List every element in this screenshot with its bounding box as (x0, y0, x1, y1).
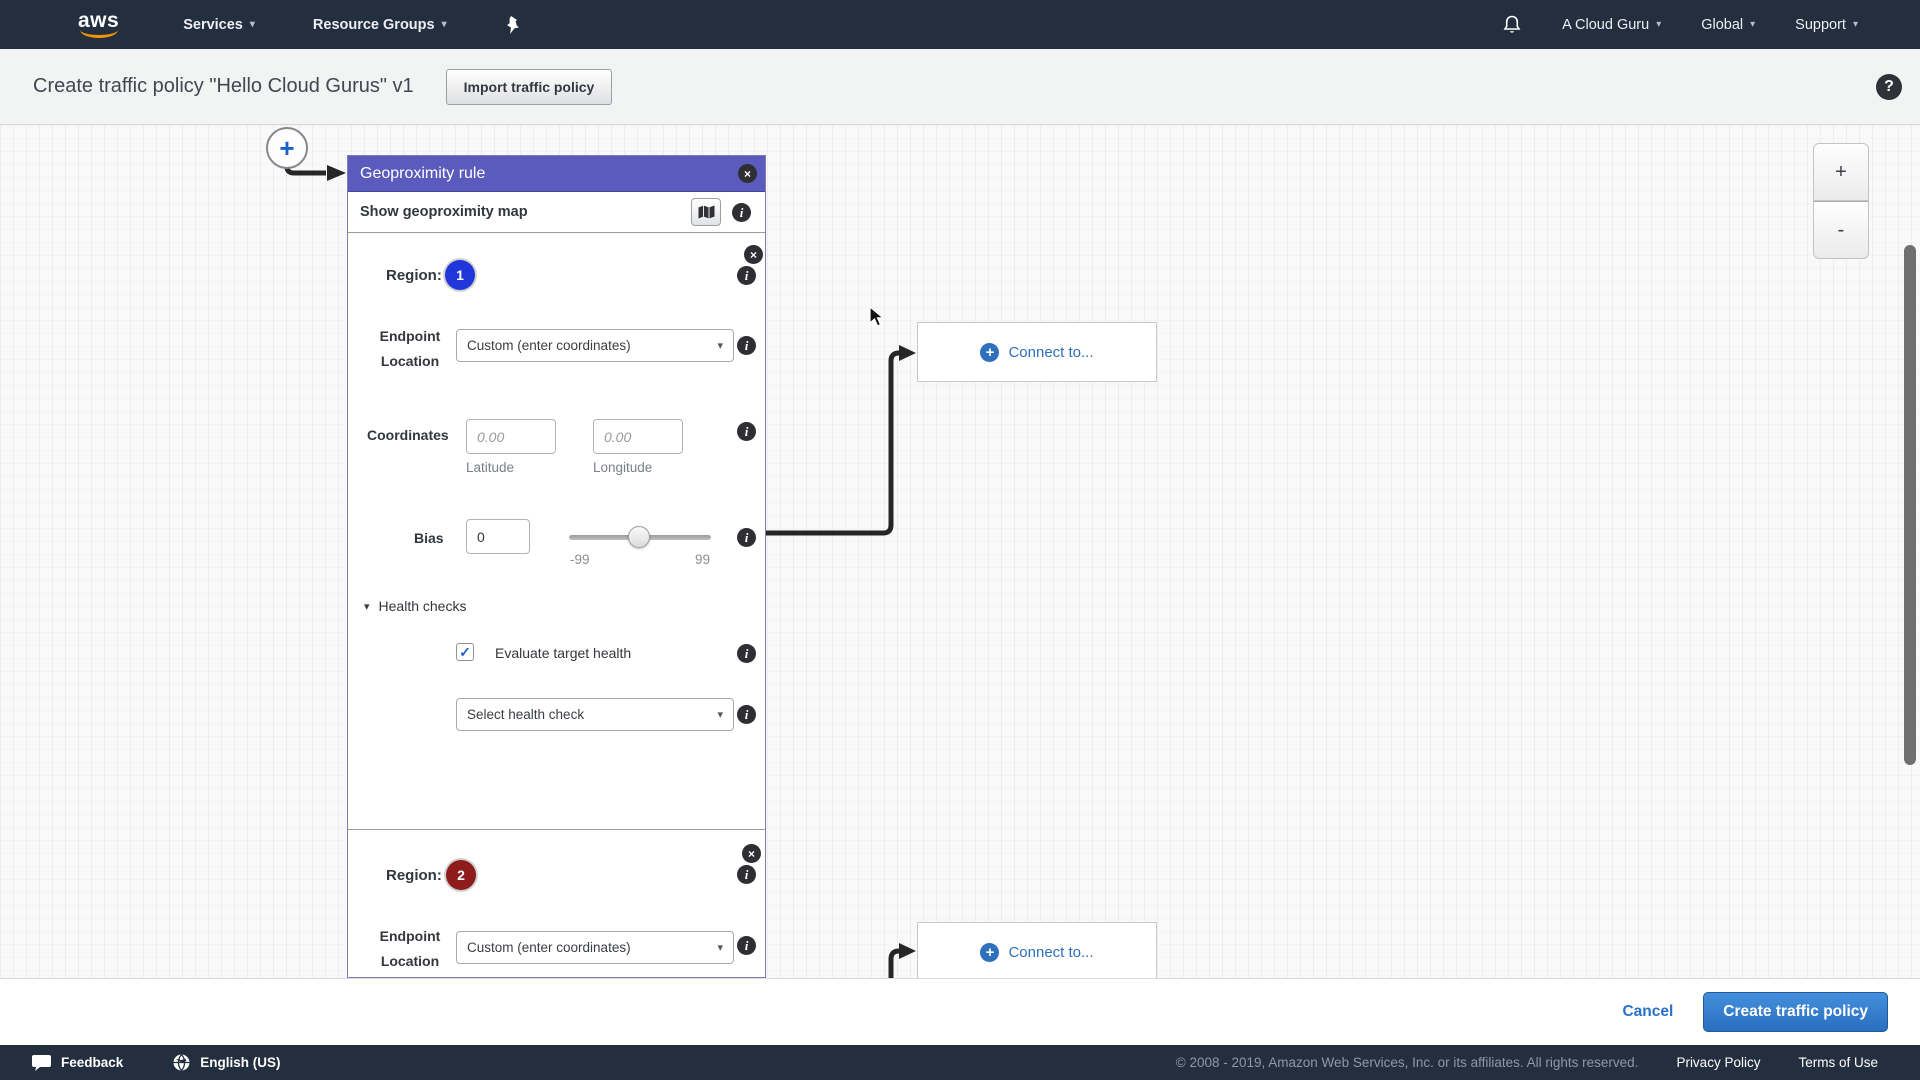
page-header: Create traffic policy "Hello Cloud Gurus… (0, 49, 1920, 125)
longitude-input[interactable] (593, 419, 683, 454)
bias-input[interactable] (466, 519, 530, 554)
nav-support-menu[interactable]: Support ▾ (1795, 16, 1858, 33)
endpoint-location-select-1[interactable]: Custom (enter coordinates) ▾ (456, 329, 734, 362)
bottom-bar: Feedback English (US) © 2008 - 2019, Ama… (0, 1045, 1920, 1080)
nav-resource-groups[interactable]: Resource Groups ▾ (312, 16, 447, 33)
show-map-info-icon[interactable]: i (732, 203, 751, 222)
terms-of-use-link[interactable]: Terms of Use (1798, 1055, 1878, 1070)
chevron-down-icon: ▾ (717, 942, 723, 954)
remove-region-2-icon[interactable]: × (742, 844, 761, 863)
connect-to-box-2[interactable]: + Connect to... (917, 922, 1157, 978)
action-bar: Cancel Create traffic policy (0, 978, 1920, 1045)
bias-info-icon[interactable]: i (737, 528, 756, 547)
chevron-down-icon: ▾ (1656, 18, 1662, 30)
show-map-label: Show geoproximity map (360, 204, 528, 220)
notifications-bell-icon[interactable] (1502, 15, 1522, 35)
top-nav: aws Services ▾ Resource Groups ▾ A Cloud… (0, 0, 1920, 49)
evaluate-target-health-label: Evaluate target health (495, 645, 632, 661)
endpoint-location-label: Endpoint Location (379, 328, 441, 369)
rule-card-title: Geoproximity rule (360, 164, 486, 182)
zoom-out-button[interactable]: - (1813, 201, 1869, 259)
bias-max-label: 99 (695, 552, 711, 567)
chevron-down-icon: ▾ (717, 340, 723, 352)
pin-icon[interactable] (505, 15, 520, 35)
connect-to-box-1[interactable]: + Connect to... (917, 322, 1157, 382)
nav-region-menu[interactable]: Global ▾ (1701, 16, 1756, 33)
start-point-add-icon[interactable]: + (266, 127, 308, 169)
page-title: Create traffic policy "Hello Cloud Gurus… (33, 75, 414, 97)
region-1-info-icon[interactable]: i (737, 266, 756, 285)
endpoint-info-icon[interactable]: i (737, 336, 756, 355)
bias-label: Bias (414, 530, 444, 546)
check-icon: ✓ (459, 643, 471, 660)
triangle-down-icon: ▾ (364, 600, 370, 613)
nav-account-menu[interactable]: A Cloud Guru ▾ (1562, 16, 1662, 33)
coordinates-info-icon[interactable]: i (737, 422, 756, 441)
region-divider (348, 829, 765, 830)
language-selector[interactable]: English (US) (173, 1054, 281, 1071)
help-icon[interactable]: ? (1876, 73, 1902, 100)
latitude-label: Latitude (466, 460, 515, 475)
copyright-text: © 2008 - 2019, Amazon Web Services, Inc.… (1175, 1055, 1639, 1070)
chevron-down-icon: ▾ (441, 18, 447, 30)
latitude-input[interactable] (466, 419, 556, 454)
aws-smile-icon (79, 29, 118, 38)
show-map-row: Show geoproximity map i (348, 192, 765, 233)
evaluate-target-health-checkbox[interactable]: ✓ (456, 643, 474, 661)
plus-icon: + (980, 942, 1000, 962)
health-checks-toggle[interactable]: ▾ Health checks (364, 598, 467, 614)
region-2-label: Region: (386, 867, 442, 884)
create-traffic-policy-button[interactable]: Create traffic policy (1703, 992, 1888, 1032)
region-1-label: Region: (386, 267, 442, 284)
health-check-select[interactable]: Select health check ▾ (456, 698, 734, 731)
cancel-button[interactable]: Cancel (1622, 1003, 1674, 1020)
longitude-label: Longitude (593, 460, 653, 475)
remove-region-1-icon[interactable]: × (744, 245, 763, 264)
bias-min-label: -99 (570, 552, 590, 567)
canvas-zoom-control: + - (1813, 143, 1869, 259)
vertical-scrollbar[interactable] (1904, 245, 1916, 765)
region-2-info-icon[interactable]: i (737, 865, 756, 884)
coordinates-label: Coordinates (367, 427, 449, 443)
rule-card-titlebar[interactable]: Geoproximity rule × (348, 156, 765, 192)
endpoint-location-label: Endpoint Location (379, 928, 441, 969)
bias-slider-handle[interactable] (628, 526, 650, 548)
globe-icon (173, 1054, 190, 1071)
chevron-down-icon: ▾ (249, 18, 255, 30)
plus-icon: + (980, 342, 1000, 362)
aws-logo-text: aws (78, 8, 120, 32)
evaluate-info-icon[interactable]: i (737, 644, 756, 663)
zoom-in-button[interactable]: + (1813, 143, 1869, 201)
health-check-info-icon[interactable]: i (737, 705, 756, 724)
speech-bubble-icon (32, 1054, 51, 1071)
endpoint-info-icon[interactable]: i (737, 936, 756, 955)
close-rule-icon[interactable]: × (738, 164, 757, 183)
show-map-button[interactable] (691, 198, 721, 226)
mouse-cursor (869, 306, 885, 327)
chevron-down-icon: ▾ (1852, 18, 1858, 30)
chevron-down-icon: ▾ (717, 709, 723, 721)
nav-services[interactable]: Services ▾ (183, 16, 255, 33)
privacy-policy-link[interactable]: Privacy Policy (1676, 1055, 1761, 1070)
region-1-badge: 1 (445, 260, 475, 290)
chevron-down-icon: ▾ (1750, 18, 1756, 30)
import-traffic-policy-button[interactable]: Import traffic policy (445, 68, 613, 105)
aws-logo[interactable]: aws (78, 8, 120, 38)
geoproximity-rule-card: Geoproximity rule × Show geoproximity ma… (347, 155, 766, 978)
endpoint-location-select-2[interactable]: Custom (enter coordinates) ▾ (456, 931, 734, 964)
policy-canvas[interactable]: + Geoproximity rule × Show geoproximity … (0, 125, 1920, 978)
map-icon (698, 205, 714, 219)
connector-lines (284, 165, 916, 978)
feedback-button[interactable]: Feedback (32, 1054, 123, 1071)
region-2-badge: 2 (446, 860, 476, 890)
